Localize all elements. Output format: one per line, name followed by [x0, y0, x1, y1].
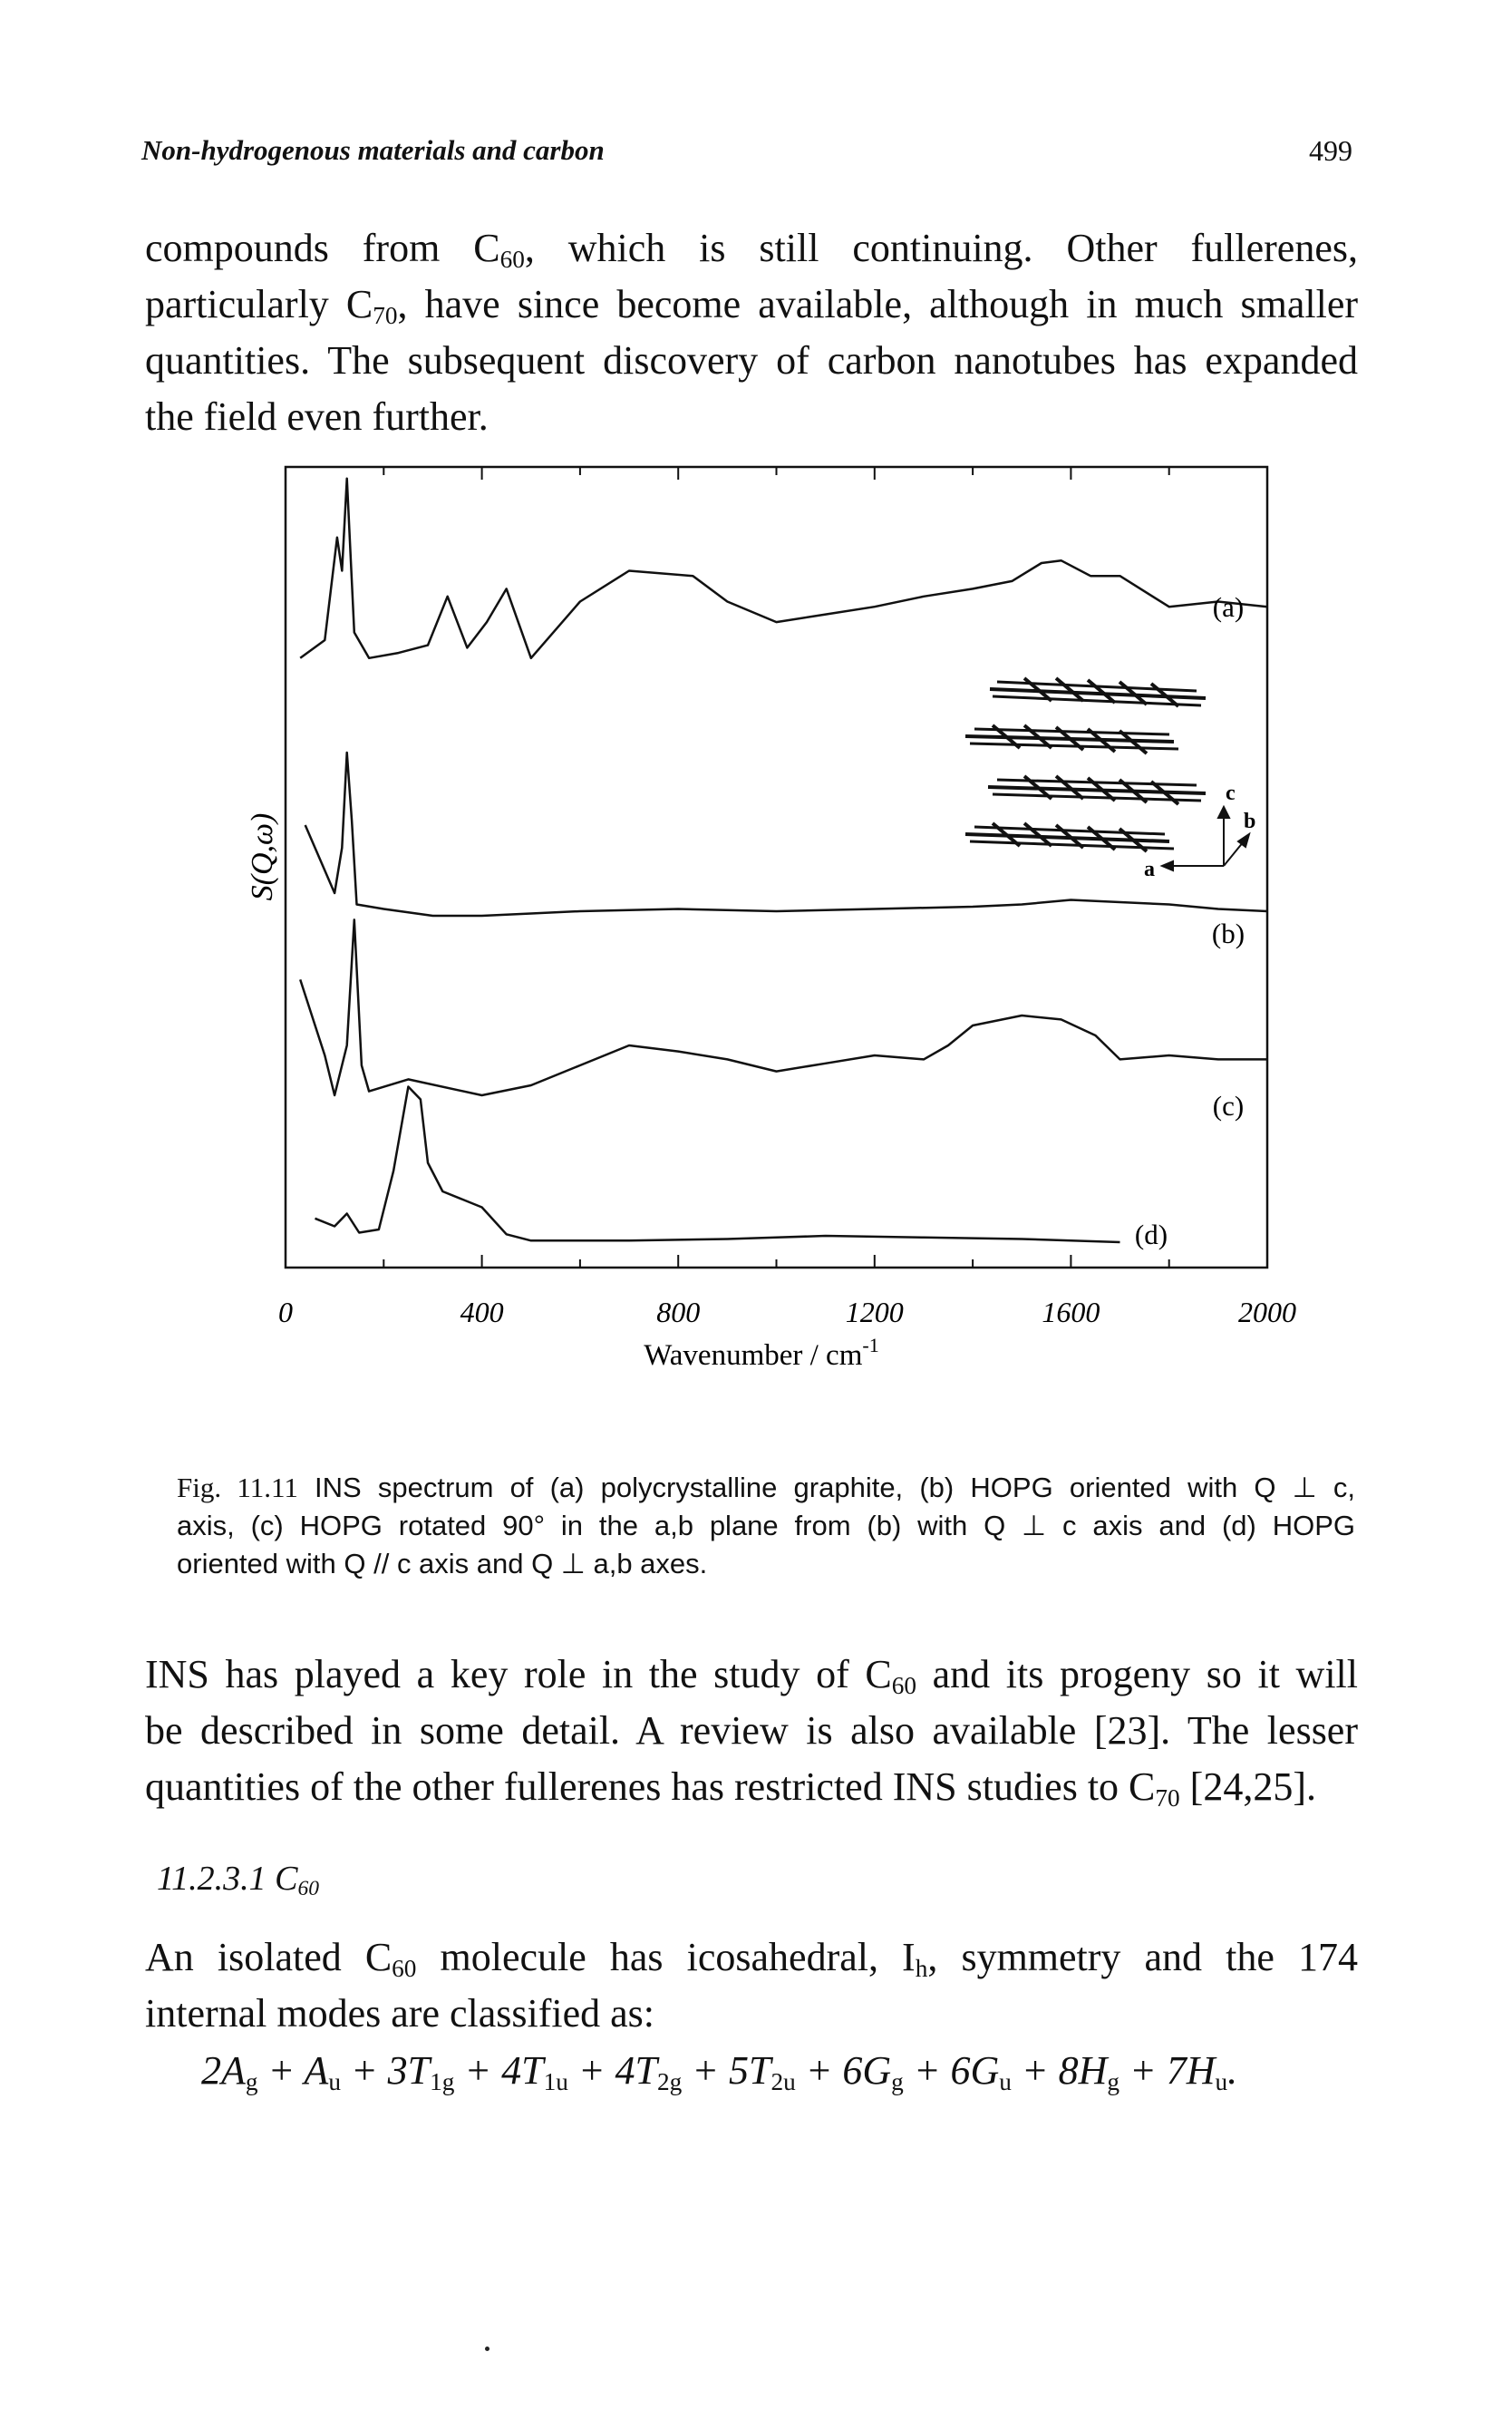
formula-subscript: 2u [771, 2067, 796, 2095]
figure-caption: Fig. 11.11 INS spectrum of (a) polycryst… [177, 1469, 1355, 1583]
x-tick-label: 2000 [1238, 1296, 1296, 1328]
graphite-lattice-inset: c b a [964, 676, 1255, 881]
formula-subscript: g [245, 2067, 258, 2095]
formula-end: . [1227, 2048, 1238, 2093]
formula-term: + 8Hg [1011, 2048, 1120, 2095]
c60-paragraph: An isolated C60 molecule has icosahedral… [145, 1929, 1358, 2042]
caption-line: oriented with Q // c axis and Q ⊥ a,b ax… [177, 1548, 708, 1579]
formula-subscript: u [1215, 2067, 1228, 2095]
x-tick-label: 1200 [846, 1296, 904, 1328]
running-title: Non-hydrogenous materials and carbon [141, 134, 605, 166]
formula-subscript: g [1107, 2067, 1120, 2095]
text-line: the field even further. [145, 394, 489, 439]
curve-label: (d) [1135, 1219, 1168, 1250]
graphene-layer [989, 676, 1207, 708]
formula-term: + 6Gg [795, 2048, 904, 2095]
y-axis-label: S(Q,ω) [246, 813, 279, 901]
mode-classification-formula: 2Ag + Au + 3T1g + 4T1u + 4T2g + 5T2u + 6… [201, 2047, 1237, 2094]
formula-term: + 6Gu [903, 2048, 1012, 2095]
spectrum-curve-d [315, 1085, 1120, 1244]
section-heading: 11.2.3.1 C60 [157, 1860, 320, 1900]
x-tick-label: 0 [278, 1296, 293, 1328]
text-line: be described in some detail. A review is… [145, 1708, 1358, 1753]
plot-border [284, 465, 1269, 1269]
axis-c-label: c [1226, 782, 1236, 805]
formula-subscript: 1u [543, 2067, 568, 2095]
text-line: quantities of the other fullerenes has r… [145, 1764, 1316, 1812]
graphene-layer [964, 724, 1179, 755]
formula-subscript: 2g [657, 2067, 683, 2095]
formula-subscript: u [328, 2067, 341, 2095]
formula-term: + 5T2u [682, 2048, 796, 2095]
page-number: 499 [1309, 134, 1352, 167]
formula-term: + 4T1u [454, 2048, 568, 2095]
formula-term: + 4T2g [567, 2048, 683, 2095]
curve-labels: (a) (b) (c) (d) [1135, 591, 1245, 1250]
formula-subscript: u [999, 2067, 1012, 2095]
curve-label: (a) [1213, 591, 1244, 623]
formula-term: 2Ag [201, 2048, 258, 2095]
text-line: particularly C70, have since become avai… [145, 282, 1358, 329]
x-tick-labels: 0 400 800 1200 1600 2000 [278, 1296, 1296, 1328]
spectrum-curve-c [299, 918, 1267, 1097]
formula-term: + 3T1g [340, 2048, 455, 2095]
axis-a-label: a [1144, 858, 1155, 881]
x-tick-label: 800 [656, 1296, 700, 1328]
plot-frame [284, 465, 1269, 1269]
caption-line: axis, (c) HOPG rotated 90° in the a,b pl… [177, 1510, 1355, 1541]
x-axis-ticks [285, 467, 1268, 1268]
spectrum-curve-b [304, 751, 1268, 918]
formula-subscript: 1g [430, 2067, 455, 2095]
curve-label: (c) [1213, 1090, 1244, 1122]
x-tick-label: 1600 [1042, 1296, 1100, 1328]
stray-dot [485, 2347, 489, 2351]
axis-b-label: b [1244, 810, 1255, 833]
caption-line: Fig. 11.11 INS spectrum of (a) polycryst… [177, 1472, 1355, 1503]
formula-term: + 7Hu [1119, 2048, 1228, 2095]
text-line: INS has played a key role in the study o… [145, 1652, 1358, 1699]
curve-label: (b) [1212, 918, 1245, 949]
text-line: An isolated C60 molecule has icosahedral… [145, 1935, 1358, 1982]
x-tick-label: 400 [460, 1296, 504, 1328]
crystal-axes [1159, 804, 1251, 872]
text-line: compounds from C60, which is still conti… [145, 226, 1358, 273]
graphene-layer [964, 821, 1175, 853]
formula-term: + Au [257, 2048, 341, 2095]
spectrum-curve-a [299, 477, 1268, 660]
intro-paragraph: compounds from C60, which is still conti… [145, 220, 1358, 445]
x-axis-label: Wavenumber / cm-1 [644, 1334, 878, 1372]
spectrum-curves [299, 477, 1268, 1244]
formula-subscript: g [891, 2067, 904, 2095]
text-line: internal modes are classified as: [145, 1991, 655, 2036]
ins-paragraph: INS has played a key role in the study o… [145, 1647, 1358, 1815]
text-line: quantities. The subsequent discovery of … [145, 338, 1358, 383]
graphene-layer [987, 774, 1207, 806]
